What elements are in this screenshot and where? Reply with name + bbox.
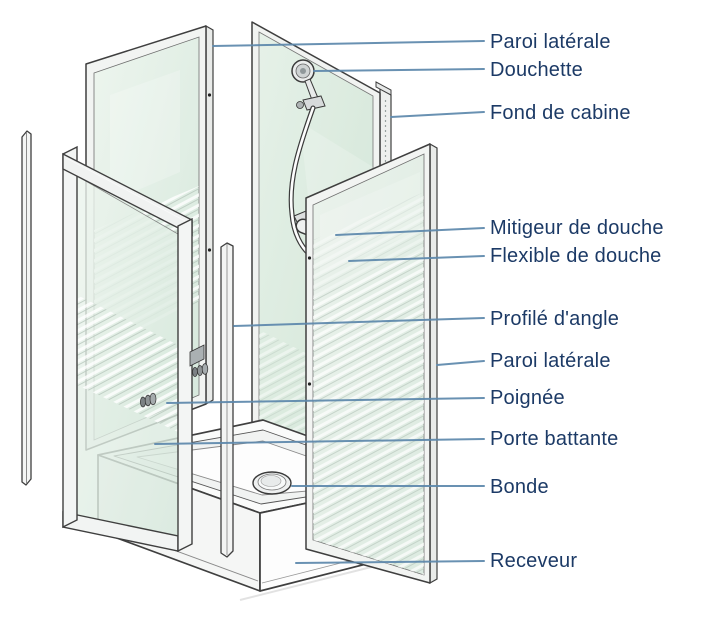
- door-handle-outer: [192, 363, 209, 377]
- label-poignee: Poignée: [490, 387, 565, 409]
- part-side-panel-right: [305, 142, 438, 585]
- label-bonde: Bonde: [490, 476, 549, 498]
- leader-mitigeur: [335, 227, 485, 236]
- door-handle: [140, 392, 157, 408]
- part-corner-profile: [220, 242, 234, 558]
- label-paroi-laterale-1: Paroi latérale: [490, 31, 611, 53]
- leader-lines: [154, 40, 485, 564]
- leader-poignee: [166, 397, 485, 404]
- leader-flexible: [348, 255, 485, 262]
- leader-douchette: [313, 68, 485, 72]
- label-douchette: Douchette: [490, 59, 583, 81]
- hand-shower: [291, 59, 326, 111]
- leader-paroi-laterale-1: [212, 40, 485, 47]
- label-fond-de-cabine: Fond de cabine: [490, 102, 631, 124]
- label-paroi-laterale-2: Paroi latérale: [490, 350, 611, 372]
- part-wall-profile: [21, 130, 32, 486]
- label-mitigeur: Mitigeur de douche: [490, 217, 664, 239]
- leader-profile-angle: [233, 317, 485, 327]
- label-flexible: Flexible de douche: [490, 245, 662, 267]
- label-receveur: Receveur: [490, 550, 578, 572]
- leader-paroi-laterale-2: [436, 360, 485, 366]
- leader-receveur: [295, 560, 485, 564]
- drain: [252, 471, 292, 495]
- leader-porte-battante: [154, 438, 485, 445]
- label-profile-angle: Profilé d'angle: [490, 308, 620, 330]
- part-pivot-door: [62, 145, 209, 553]
- leader-fond-de-cabine: [390, 111, 485, 118]
- label-porte-battante: Porte battante: [490, 428, 619, 450]
